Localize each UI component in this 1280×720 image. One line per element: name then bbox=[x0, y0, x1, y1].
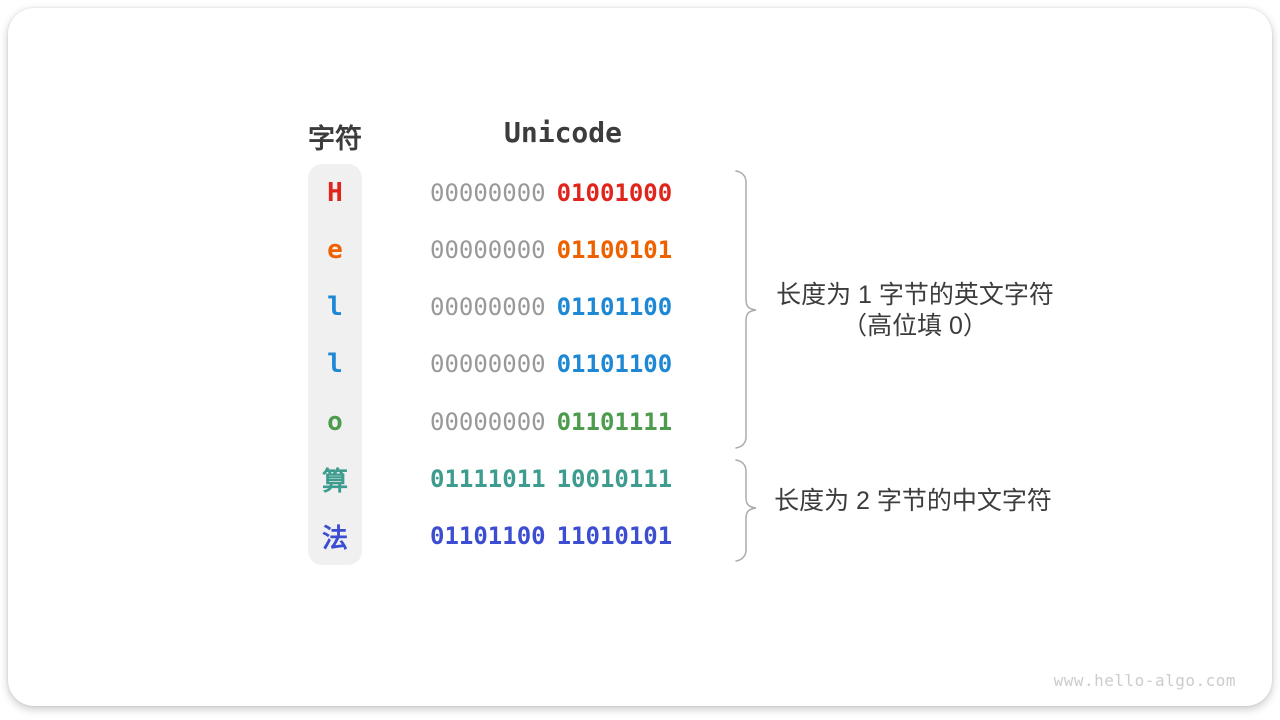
watermark-url: www.hello-algo.com bbox=[1053, 671, 1236, 690]
binary-row: 00000000 01101111 bbox=[430, 393, 690, 450]
grouping-braces bbox=[735, 170, 757, 562]
byte-low: 01001000 bbox=[556, 178, 673, 207]
byte-high: 00000000 bbox=[430, 350, 546, 379]
char-cell: e bbox=[327, 234, 343, 265]
binary-row: 01111011 10010111 bbox=[430, 450, 690, 507]
byte-high: 00000000 bbox=[430, 293, 546, 322]
byte-low: 01100101 bbox=[556, 235, 673, 264]
char-cell: H bbox=[327, 177, 343, 208]
byte-low: 01101100 bbox=[556, 293, 673, 322]
annotation-english-line1: 长度为 1 字节的英文字符 bbox=[776, 281, 1054, 309]
binary-row: 00000000 01101100 bbox=[430, 336, 690, 393]
char-cell: o bbox=[327, 406, 343, 437]
byte-high: 01111011 bbox=[430, 465, 546, 494]
annotation-chinese-group: 长度为 2 字节的中文字符 bbox=[758, 486, 1068, 517]
annotation-english-line2: （高位填 0） bbox=[842, 312, 988, 340]
byte-low: 10010111 bbox=[556, 465, 673, 494]
char-cell: 法 bbox=[321, 523, 348, 554]
byte-high: 00000000 bbox=[430, 235, 546, 264]
char-cell: 算 bbox=[321, 466, 348, 497]
char-cell: l bbox=[327, 292, 343, 323]
brace-english-group bbox=[735, 170, 757, 449]
byte-low: 01101111 bbox=[556, 407, 673, 436]
annotation-chinese-line1: 长度为 2 字节的中文字符 bbox=[774, 487, 1052, 515]
char-cell: l bbox=[327, 349, 343, 380]
byte-low: 01101100 bbox=[556, 350, 673, 379]
unicode-column-header: Unicode bbox=[504, 116, 623, 149]
brace-chinese-group bbox=[735, 459, 757, 562]
byte-low: 11010101 bbox=[556, 522, 673, 551]
byte-high: 00000000 bbox=[430, 178, 546, 207]
binary-row: 00000000 01001000 bbox=[430, 164, 690, 221]
byte-high: 00000000 bbox=[430, 407, 546, 436]
binary-row: 00000000 01100101 bbox=[430, 221, 690, 278]
binary-row: 01101100 11010101 bbox=[430, 508, 690, 565]
annotation-english-group: 长度为 1 字节的英文字符 （高位填 0） bbox=[760, 280, 1070, 342]
byte-high: 01101100 bbox=[430, 522, 546, 551]
binary-row: 00000000 01101100 bbox=[430, 279, 690, 336]
char-column-header: 字符 bbox=[308, 124, 362, 154]
